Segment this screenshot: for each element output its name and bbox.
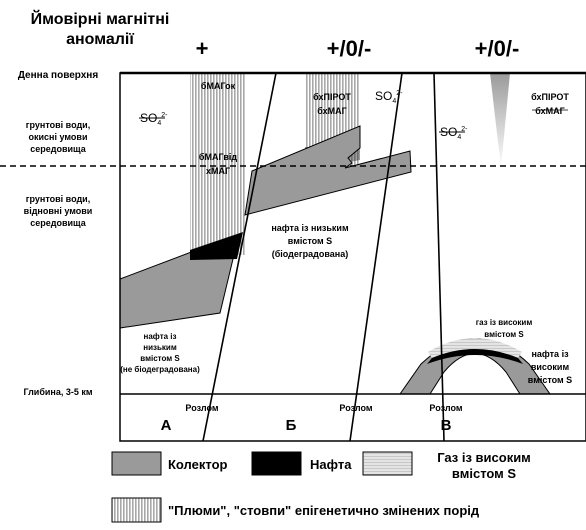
oil-band-c [427,349,523,364]
header-title-line1: Ймовірні магнітні [31,9,170,28]
label-surface: Денна поверхня [18,70,99,81]
anomaly-sign-c: +/0/- [475,36,520,61]
fault-line-1 [202,72,277,442]
legend-label-gas-1: Газ із високим [437,450,531,465]
legend-label-collector: Колектор [168,457,228,472]
sulfate-label-b: SO42- [375,89,403,105]
label-fault-3: Розлом [429,403,462,413]
legend-swatch-oil [251,451,302,476]
label-oxidizing-3: середовища [30,144,86,154]
label-oil-high-s-3: вмістом S [528,375,572,385]
label-oil-high-s-2: високим [531,362,570,372]
plume-column-c [490,73,510,168]
block-label-b: Б [286,417,297,434]
label-oil-low-s-2: низьким [143,343,177,352]
plume-column-a [190,73,246,255]
label-oil-low-s-bio-2: вмістом S [288,236,332,246]
collector-bed-b [244,125,412,216]
oil-trap-a [190,232,243,260]
legend-swatch-plumes [111,497,162,523]
label-reducing-3: середовища [30,218,86,228]
legend-swatch-collector [111,451,162,476]
label-oil-low-s-bio-3: (біодеградована) [272,249,348,259]
legend-label-plumes: "Плюми", "стовпи" епігенетично змінених … [168,503,480,518]
label-gas-high-s-1: газ із високим [476,318,533,327]
label-oxidizing-2: окисні умови [29,132,88,142]
label-oil-low-s-3: вмістом S [140,354,180,363]
fault-line-2 [349,72,403,442]
gas-cap [428,338,522,358]
label-fault-2: Розлом [339,403,372,413]
label-gas-high-s-2: вмістом S [484,330,524,339]
fault-line-3 [433,72,445,442]
label-pyrrhotite-b-2: бхМАГ [317,106,346,116]
sulfate-label-a: SO42- [140,111,168,127]
sulfate-label-c: SO42- [440,125,468,141]
label-depth: Глибина, 3-5 км [23,387,92,397]
label-mag-ok: бМАГок [201,81,236,91]
label-reducing-1: грунтові води, [26,194,90,204]
label-oil-low-s-4: (не біодеградована) [120,365,200,374]
label-oil-high-s-1: нафта із [531,349,569,359]
block-label-c: В [441,417,452,434]
label-pyrrhotite-c-1: бхПІРОТ [531,92,569,102]
legend-label-gas-2: вмістом S [452,466,516,481]
header-title-line2: аномалії [66,31,134,48]
anomaly-sign-b: +/0/- [327,36,372,61]
label-fault-1: Розлом [185,403,218,413]
label-oxidizing-1: грунтові води, [26,120,90,130]
anomaly-sign-a: + [196,36,209,61]
legend-swatch-gas [362,451,413,476]
legend-label-oil: Нафта [310,457,352,472]
label-oil-low-s-bio-1: нафта із низьким [271,223,349,233]
label-mag-vid-1: бМАГвід [199,152,237,162]
block-label-a: А [161,417,172,434]
label-mag-vid-2: хМАГ [206,166,230,176]
label-oil-low-s-1: нафта із [144,332,177,341]
label-pyrrhotite-c-2: бхМАГ [535,106,564,116]
label-reducing-2: відновні умови [24,206,93,216]
label-pyrrhotite-b-1: бхПІРОТ [313,92,351,102]
